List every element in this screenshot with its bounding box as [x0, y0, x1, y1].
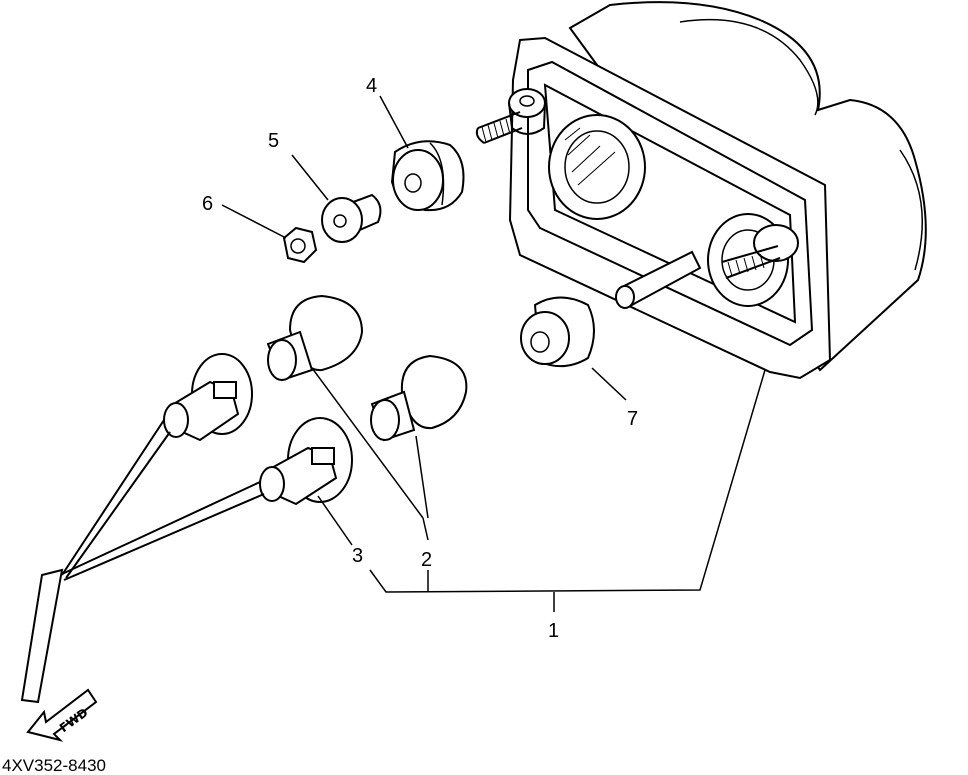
callout-7: 7: [627, 408, 638, 430]
callout-2: 2: [421, 549, 432, 571]
callout-3: 3: [352, 545, 363, 567]
bulb-upper: [266, 294, 364, 382]
wire-harness: [20, 568, 64, 704]
taillight-housing: [475, 1, 927, 380]
fwd-arrow-icon: FWD: [26, 688, 98, 742]
socket-upper: [61, 353, 253, 579]
nut-part-6: [282, 226, 318, 264]
bulb-lower: [370, 354, 468, 442]
socket-lower: [61, 417, 353, 581]
drawing-code: 4XV352-8430: [2, 756, 106, 775]
collar-part-5: [321, 193, 382, 243]
leader-lines: [221, 95, 766, 612]
callout-4: 4: [366, 75, 377, 97]
callout-6: 6: [202, 193, 213, 215]
grommet-part-4: [390, 140, 465, 212]
callout-5: 5: [268, 130, 279, 152]
grommet-part-7: [520, 296, 595, 368]
callout-1: 1: [548, 620, 559, 642]
